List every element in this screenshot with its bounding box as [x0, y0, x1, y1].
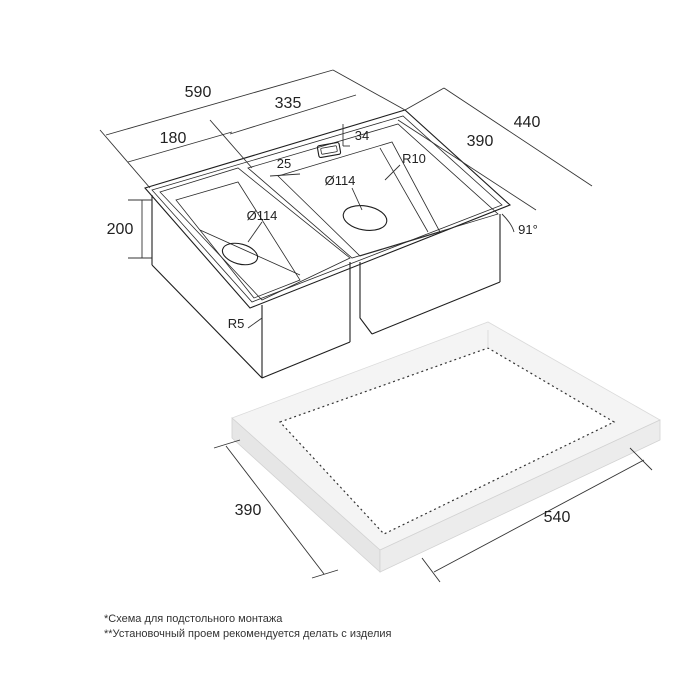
dim-overall-width: 590: [185, 84, 212, 101]
dim-corner-radius-top: R10: [402, 151, 426, 166]
countertop: [231, 321, 661, 573]
dim-cutout-depth: 390: [235, 502, 262, 519]
footnote-mounting: *Схема для подстольного монтажа: [104, 613, 283, 625]
dim-drain-right: Ø114: [325, 173, 356, 188]
right-bowl: [247, 123, 501, 335]
dim-bowl-depth: 390: [467, 133, 494, 150]
dim-offset: 25: [277, 156, 291, 171]
dim-wall-angle: 91°: [518, 222, 538, 237]
footnote-cutout: **Установочный проем рекомендуется делат…: [104, 628, 392, 640]
left-bowl: [151, 167, 351, 379]
cutout-dimension-lines: [213, 439, 653, 583]
dim-bowl-height: 200: [107, 221, 134, 238]
dim-corner-radius-bottom: R5: [228, 316, 245, 331]
cutout-outline: [278, 347, 616, 535]
dim-left-bowl-width: 180: [160, 130, 187, 147]
dim-overflow-size: 34: [355, 128, 369, 143]
dimension-lines: [99, 69, 593, 329]
dim-right-bowl-width: 335: [275, 95, 302, 112]
footnotes: *Схема для подстольного монтажа **Устано…: [104, 612, 664, 642]
dim-cutout-width: 540: [544, 509, 571, 526]
sink-rim: [144, 109, 512, 309]
dim-drain-left: Ø114: [247, 208, 278, 223]
dim-overall-depth: 440: [514, 114, 541, 131]
